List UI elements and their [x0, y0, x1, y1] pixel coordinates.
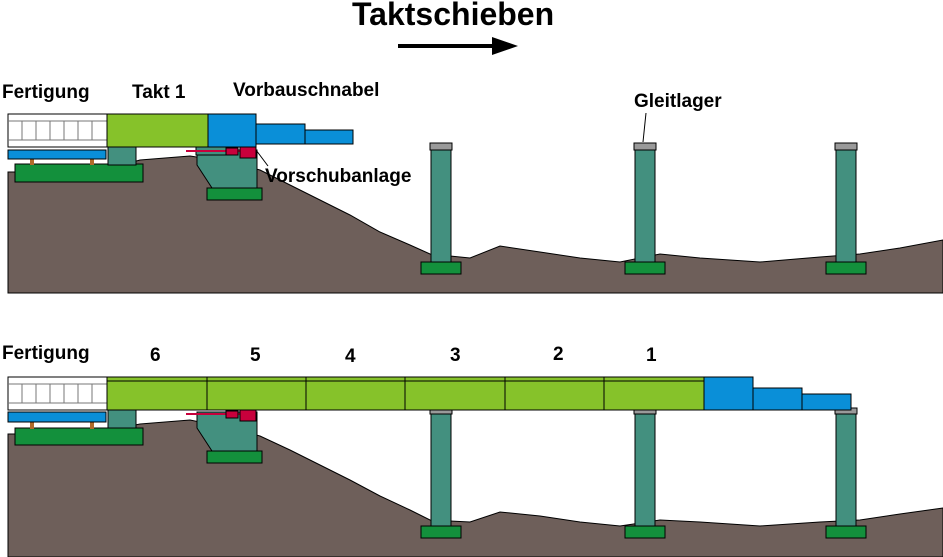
segment-label-2: 2 [553, 344, 564, 365]
deck-segment-4 [305, 376, 406, 411]
top-ground [7, 155, 943, 294]
segment-label-6: 6 [150, 345, 161, 366]
top-pier-2 [624, 142, 666, 275]
top-pier-3 [825, 142, 867, 275]
segment-label-3: 3 [450, 345, 461, 366]
bottom-abutment [107, 409, 263, 464]
segment-label-1: 1 [646, 345, 657, 366]
bottom-pier-3 [825, 407, 867, 539]
deck-segment-2 [504, 376, 605, 411]
bottom-ground [7, 419, 943, 557]
top-label-takt: Takt 1 [132, 82, 186, 103]
top-label-vorbauschnabel: Vorbauschnabel [233, 80, 379, 101]
deck-segment-5 [206, 376, 307, 411]
bottom-fabrication-yard [7, 376, 144, 446]
top-panel: Fertigung Takt 1 Vorbauschnabel Gleitlag… [2, 80, 943, 294]
bottom-deck [106, 376, 705, 411]
deck-segment-6 [106, 376, 208, 411]
deck-segment-3 [404, 376, 506, 411]
top-deck-segment [106, 113, 209, 148]
bottom-pier-2 [624, 407, 666, 539]
bottom-pier-1 [420, 407, 462, 539]
top-launching-nose [207, 113, 354, 148]
diagram-title: Taktschieben [352, 0, 554, 32]
segment-label-5: 5 [250, 345, 261, 366]
top-label-fertigung: Fertigung [2, 82, 90, 103]
bottom-panel: Fertigung 6 5 4 3 2 1 [2, 343, 943, 557]
bottom-label-fertigung: Fertigung [2, 343, 90, 364]
segment-label-4: 4 [345, 346, 356, 367]
top-label-vorschubanlage: Vorschubanlage [265, 166, 411, 187]
top-label-gleitlager: Gleitlager [634, 91, 722, 112]
direction-arrow-icon [398, 37, 518, 55]
bottom-launching-nose [703, 376, 852, 411]
deck-segment-1 [603, 376, 705, 411]
top-pier-1 [420, 142, 462, 275]
top-fabrication-yard [7, 113, 144, 183]
